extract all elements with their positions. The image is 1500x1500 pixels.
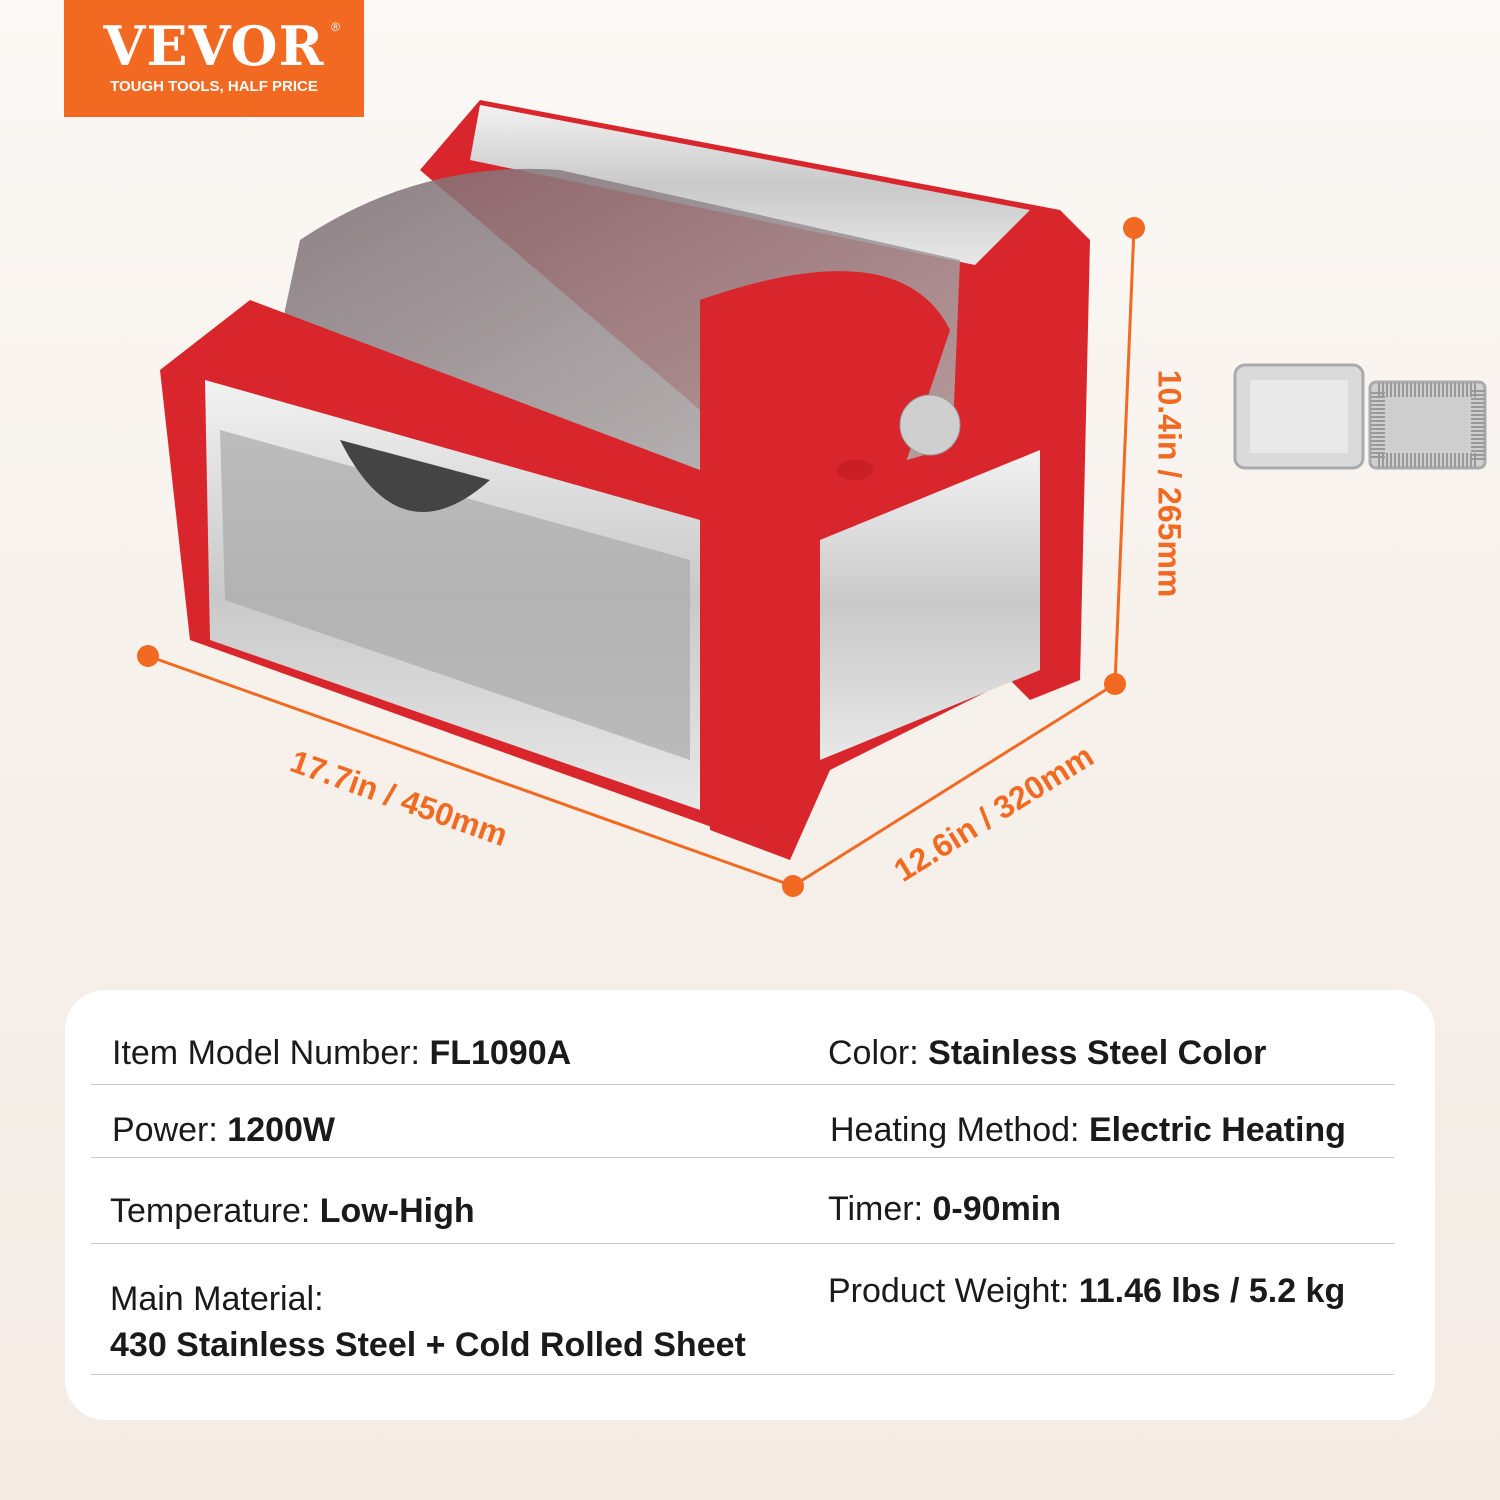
- spec-value: FL1090A: [429, 1034, 572, 1072]
- spec-value: Stainless Steel Color: [928, 1034, 1267, 1072]
- height-dimension-label: 10.4in / 265mm: [1151, 369, 1188, 598]
- spec-label: Main Material:: [110, 1280, 324, 1318]
- spec-value: 0-90min: [932, 1190, 1062, 1228]
- vevor-logo: VEVOR ® TOUGH TOOLS, HALF PRICE: [64, 0, 364, 117]
- spec-value: Electric Heating: [1088, 1111, 1346, 1149]
- spec-label: Product Weight:: [828, 1272, 1070, 1310]
- divider: [91, 1374, 1394, 1375]
- spec-card: Item Model Number: FL1090A Color: Stainl…: [65, 990, 1435, 1420]
- spec-timer: Timer: 0-90min: [828, 1190, 1061, 1229]
- divider: [91, 1157, 1394, 1158]
- logo-tagline: TOUGH TOOLS, HALF PRICE: [110, 78, 318, 95]
- registered-mark: ®: [331, 20, 340, 34]
- spec-value: 11.46 lbs / 5.2 kg: [1078, 1272, 1346, 1310]
- divider: [91, 1084, 1394, 1085]
- spec-power: Power: 1200W: [112, 1111, 335, 1150]
- rotisserie-oven: [160, 100, 1090, 860]
- spec-color: Color: Stainless Steel Color: [828, 1034, 1266, 1073]
- spec-material: Main Material: 430 Stainless Steel + Cold…: [110, 1276, 746, 1368]
- spec-weight: Product Weight: 11.46 lbs / 5.2 kg: [828, 1272, 1345, 1311]
- spec-label: Color:: [828, 1034, 919, 1072]
- spec-label: Heating Method:: [830, 1111, 1080, 1149]
- product-illustration: [137, 100, 1487, 897]
- accessory-trays: [1233, 363, 1487, 470]
- spec-label: Timer:: [828, 1190, 924, 1228]
- spec-label: Power:: [112, 1111, 218, 1149]
- spec-value: 430 Stainless Steel + Cold Rolled Sheet: [110, 1326, 746, 1364]
- logo-brand: VEVOR: [103, 14, 325, 78]
- spec-label: Item Model Number:: [112, 1034, 420, 1072]
- spec-value: 1200W: [227, 1111, 336, 1149]
- divider: [91, 1243, 1394, 1244]
- spec-model: Item Model Number: FL1090A: [112, 1034, 571, 1073]
- spec-label: Temperature:: [110, 1192, 311, 1230]
- dimension-lines: [137, 217, 1145, 897]
- spec-value: Low-High: [319, 1192, 475, 1230]
- spec-heating-method: Heating Method: Electric Heating: [830, 1111, 1346, 1150]
- spec-temperature: Temperature: Low-High: [110, 1192, 475, 1231]
